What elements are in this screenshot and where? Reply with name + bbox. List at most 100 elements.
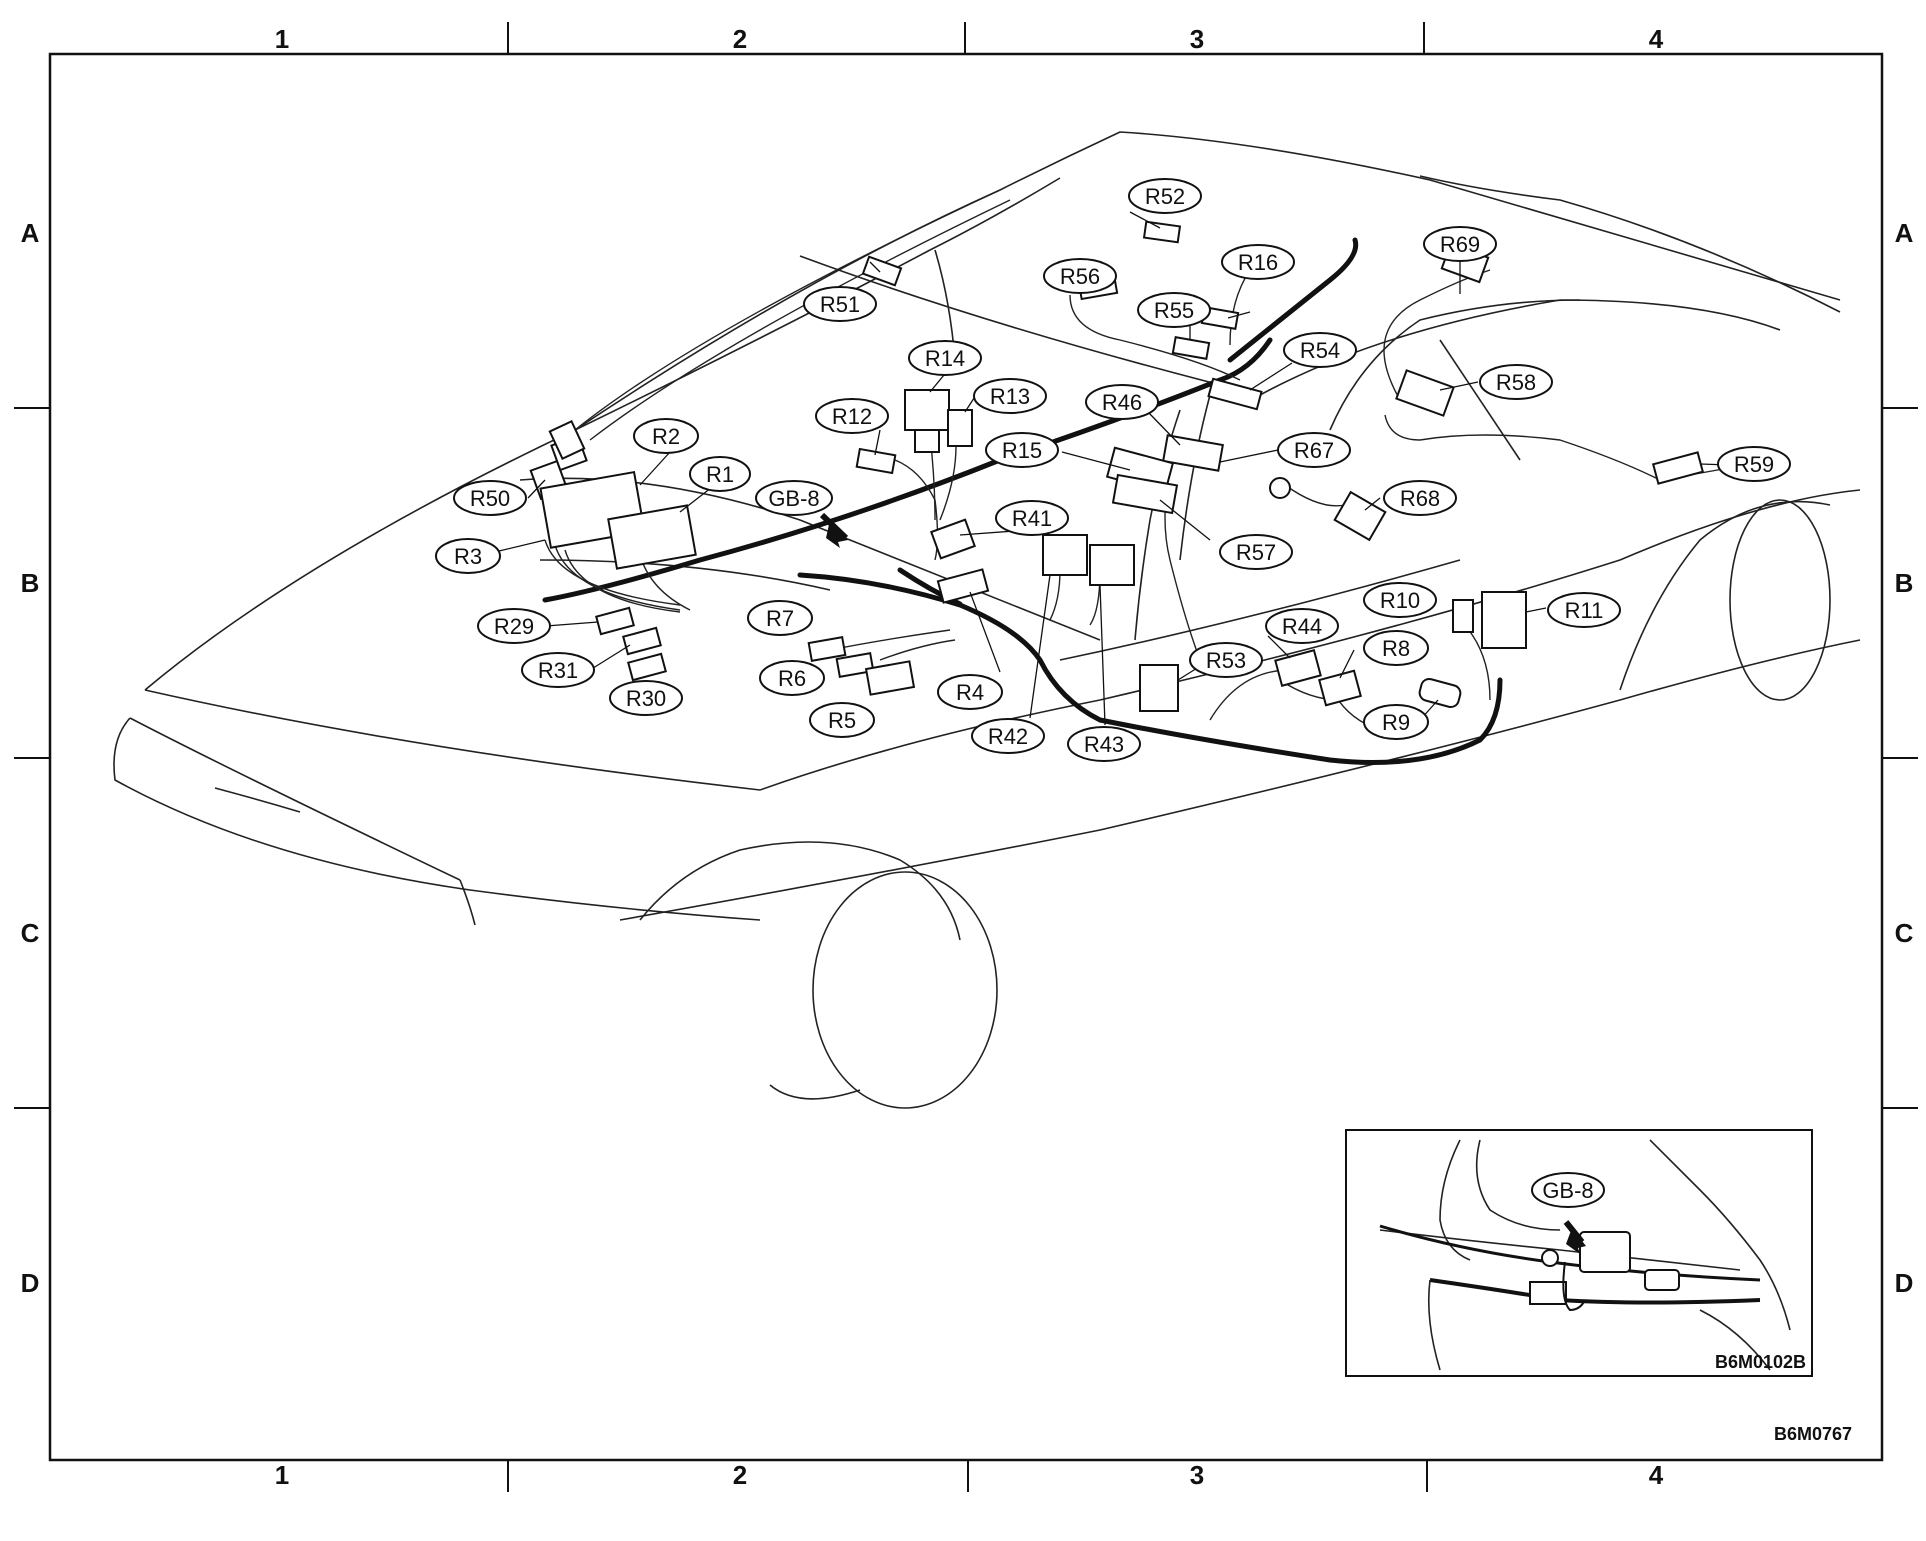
car-body-outline [113,131,1861,1109]
grid-row-label-left: C [21,918,40,948]
callout-label: R67 [1294,438,1334,463]
callout-r42: R42 [971,718,1045,754]
callout-label: R31 [538,658,578,683]
callout-label: R56 [1060,264,1100,289]
callout-label: R54 [1300,338,1340,363]
inset-callout-gb8: GB-8 [1542,1178,1593,1203]
callout-r11: R11 [1547,592,1621,628]
callout-label: R46 [1102,390,1142,415]
callout-r1: R1 [689,456,751,492]
callout-label: R51 [820,292,860,317]
callout-label: R1 [706,462,734,487]
callout-label: R29 [494,614,534,639]
callout-r46: R46 [1085,384,1159,420]
callout-r58: R58 [1479,364,1553,400]
leader-lines [494,211,1731,726]
callout-label: R43 [1084,732,1124,757]
callout-label: R11 [1565,598,1604,623]
callout-label: R44 [1282,614,1322,639]
callout-r8: R8 [1363,630,1429,666]
callout-r5: R5 [809,702,875,738]
callout-label: R69 [1440,232,1480,257]
callout-label: R12 [832,404,872,429]
callout-label: R5 [828,708,856,733]
callout-r53: R53 [1189,642,1263,678]
callout-r57: R57 [1219,534,1293,570]
callout-label: R15 [1002,438,1042,463]
callout-r14: R14 [908,340,982,376]
callout-label: R8 [1382,636,1410,661]
callout-label: R6 [778,666,806,691]
callout-r52: R52 [1128,178,1202,214]
callout-r50: R50 [453,480,527,516]
callout-label: R57 [1236,540,1276,565]
inset-detail: GB-8 B6M0102B [1345,1129,1813,1377]
callout-r41: R41 [995,500,1069,536]
connectors [529,220,1705,712]
callout-r44: R44 [1265,608,1339,644]
grid-column-label-top: 1 [275,24,289,54]
callout-r4: R4 [937,674,1003,710]
callout-r9: R9 [1363,704,1429,740]
grid-row-label-left: B [21,568,40,598]
callout-label: R53 [1206,648,1246,673]
callout-label: R55 [1154,298,1194,323]
callout-gb8: GB-8 [755,480,833,516]
grid-column-label-top: 2 [733,24,747,54]
callout-label: GB-8 [768,486,819,511]
callout-r7: R7 [747,600,813,636]
inset-figure-code: B6M0102B [1715,1352,1806,1372]
grid-column-label-bottom: 3 [1190,1460,1204,1490]
callout-label: R13 [990,384,1030,409]
callout-label: R3 [454,544,482,569]
callout-r15: R15 [985,432,1059,468]
callout-r55: R55 [1137,292,1211,328]
callout-label: R41 [1012,506,1052,531]
grid-row-label-right: B [1895,568,1914,598]
grid-row-label-left: A [21,218,40,248]
callout-r68: R68 [1383,480,1457,516]
callout-label: R16 [1238,250,1278,275]
diagram-frame [14,22,1918,1492]
grid-column-label-top: 4 [1649,24,1664,54]
callout-label: R59 [1734,452,1774,477]
grid-column-label-bottom: 2 [733,1460,747,1490]
grid-column-label-bottom: 1 [275,1460,289,1490]
grid-column-label-bottom: 4 [1649,1460,1664,1490]
callout-label: R10 [1380,588,1420,613]
callout-label: R68 [1400,486,1440,511]
callout-r51: R51 [803,286,877,322]
grid-row-label-left: D [21,1268,40,1298]
callout-r30: R30 [609,680,683,716]
callout-r59: R59 [1717,446,1791,482]
callout-r69: R69 [1423,226,1497,262]
callout-label: R9 [1382,710,1410,735]
callout-label: R2 [652,424,680,449]
callout-r56: R56 [1043,258,1117,294]
callout-r67: R67 [1277,432,1351,468]
callout-label: R52 [1145,184,1185,209]
callout-label: R42 [988,724,1028,749]
callout-r31: R31 [521,652,595,688]
callout-label: R14 [925,346,965,371]
grid-row-label-right: C [1895,918,1914,948]
callout-r43: R43 [1067,726,1141,762]
callout-r3: R3 [435,538,501,574]
grid-row-label-right: A [1895,218,1914,248]
callout-r12: R12 [815,398,889,434]
grid-row-label-right: D [1895,1268,1914,1298]
callout-r16: R16 [1221,244,1295,280]
callout-label: R30 [626,686,666,711]
callout-label: R7 [766,606,794,631]
callout-label: R50 [470,486,510,511]
figure-code: B6M0767 [1774,1424,1852,1444]
grid-column-label-top: 3 [1190,24,1204,54]
callout-r29: R29 [477,608,551,644]
callout-r54: R54 [1283,332,1357,368]
callout-r6: R6 [759,660,825,696]
callout-r2: R2 [633,418,699,454]
callout-label: R4 [956,680,984,705]
callout-label: R58 [1496,370,1536,395]
callout-r13: R13 [973,378,1047,414]
